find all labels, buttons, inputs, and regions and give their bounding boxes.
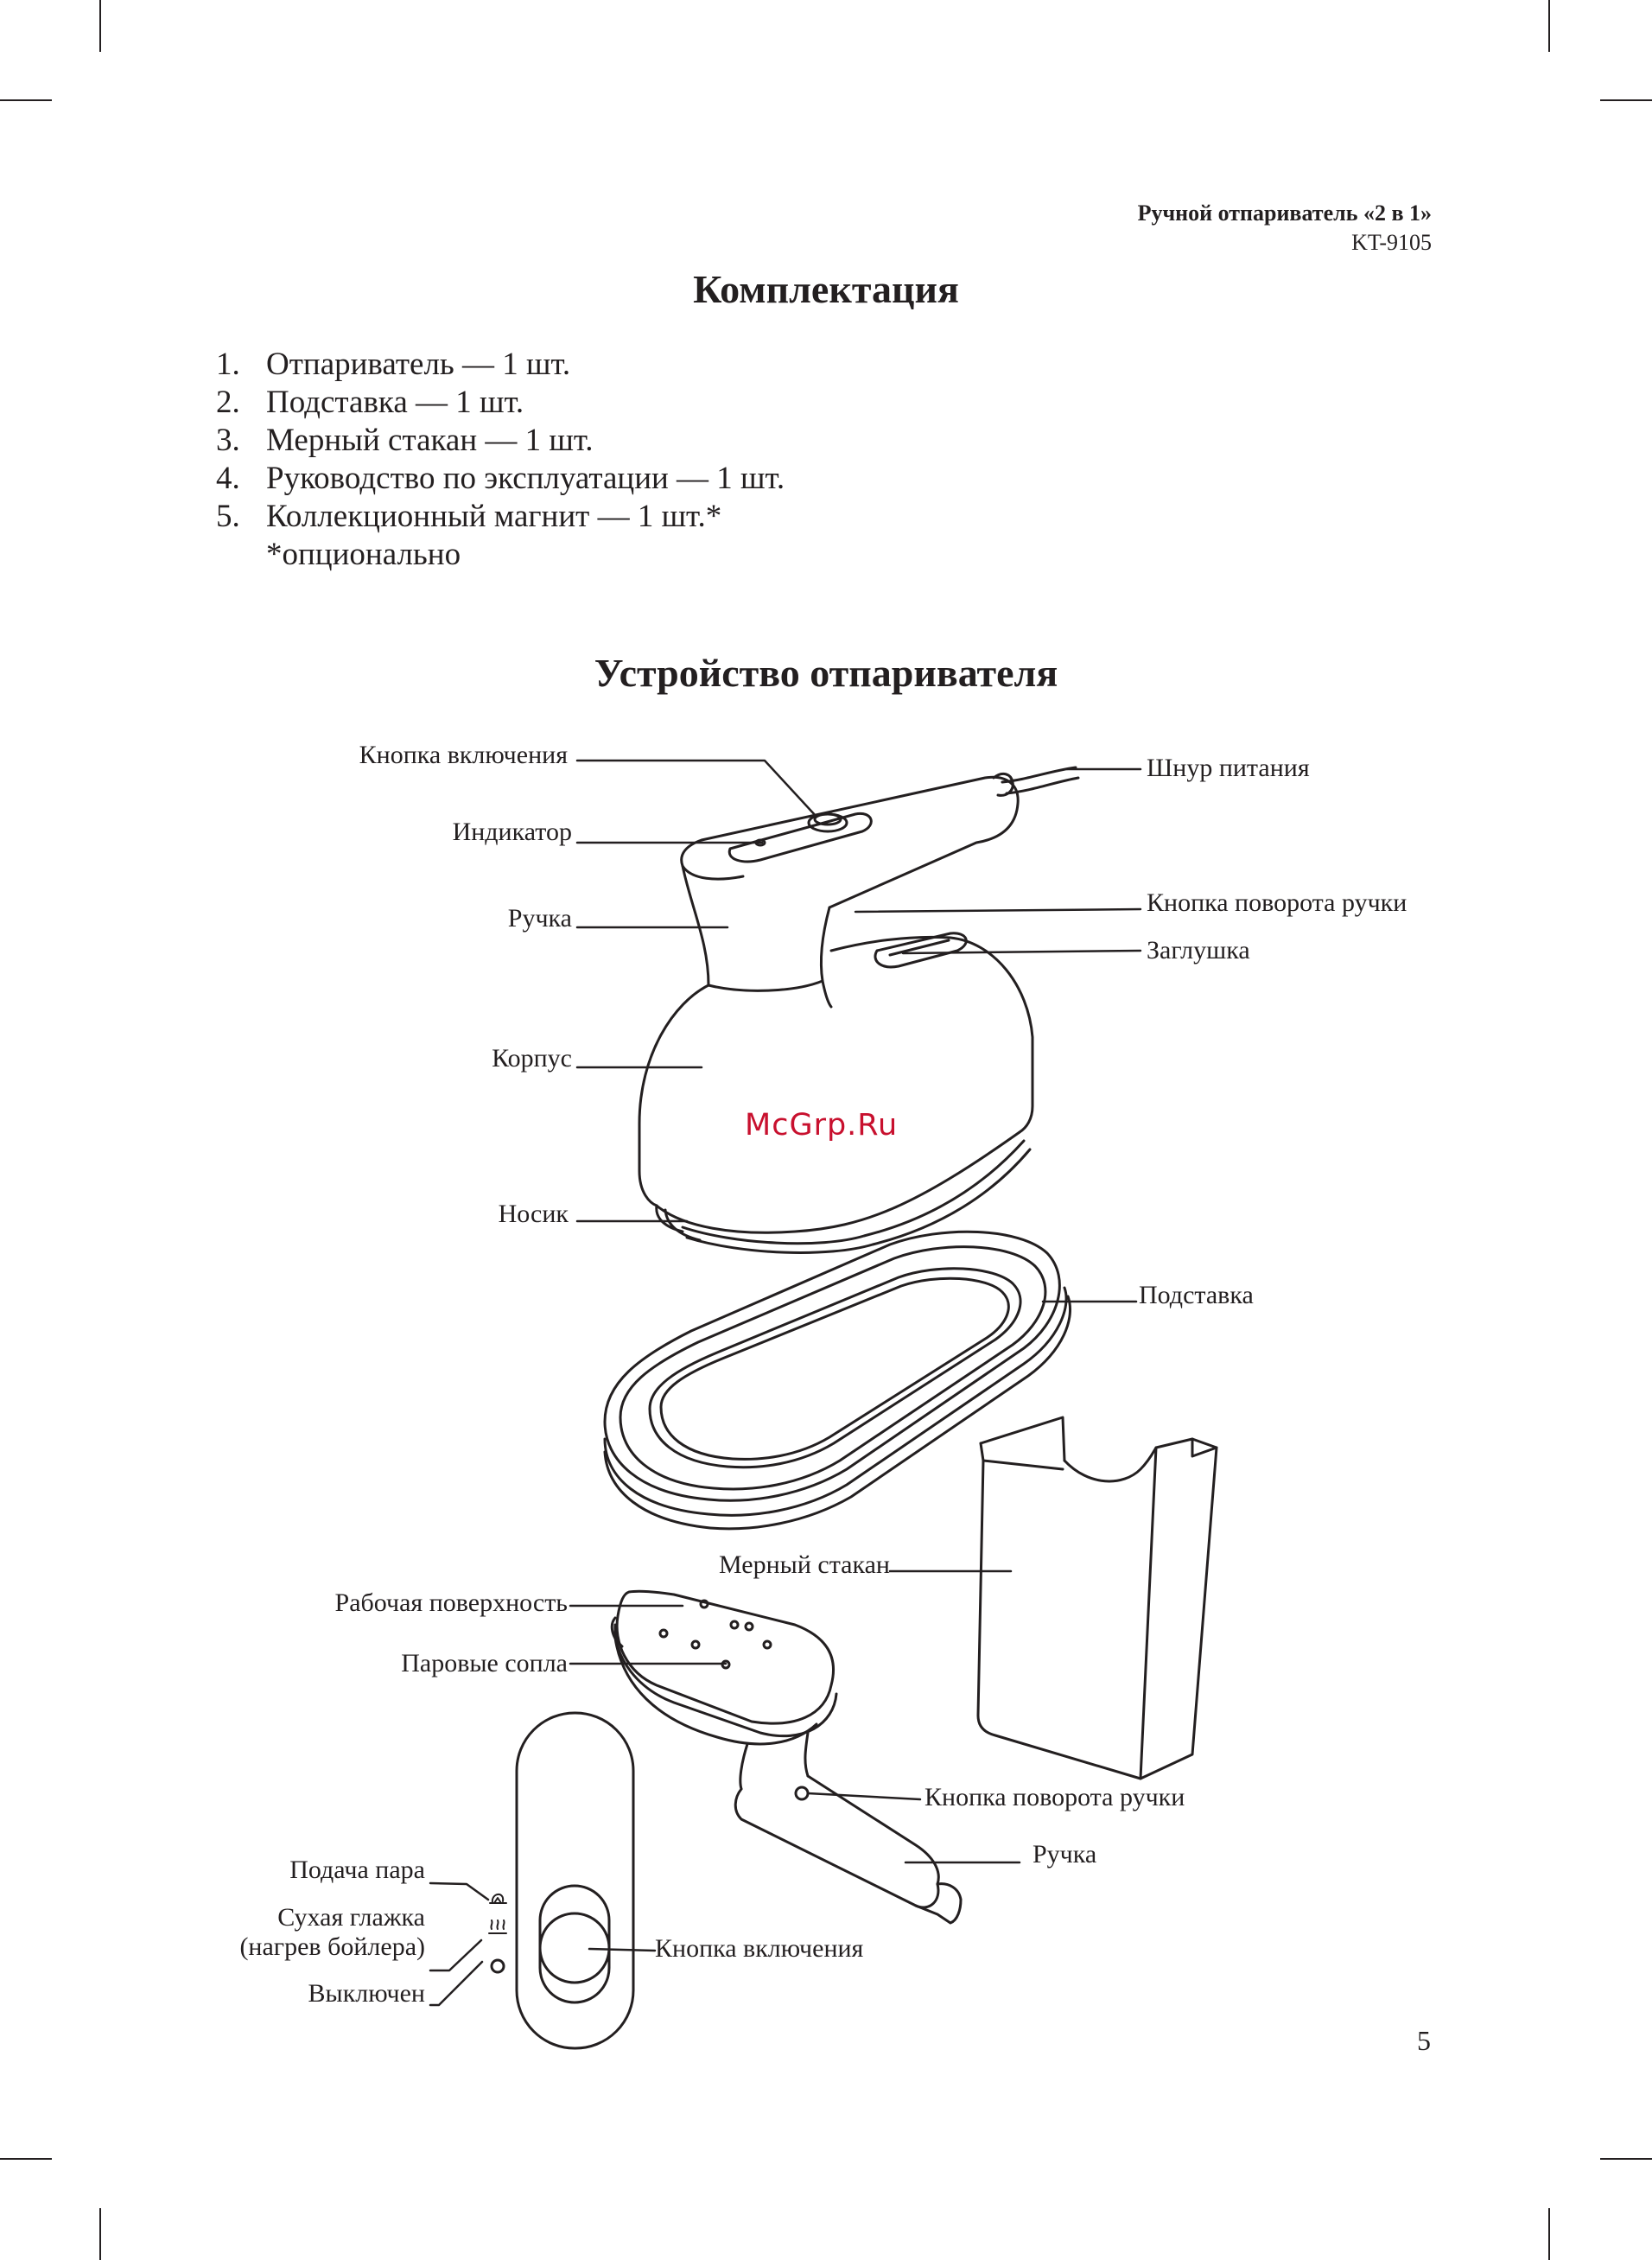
label-body: Корпус <box>492 1044 572 1073</box>
list-item: 1.Отпариватель — 1 шт. <box>216 347 571 382</box>
list-item: 5.Коллекционный магнит — 1 шт.* <box>216 499 722 534</box>
label-indicator: Индикатор <box>452 818 572 846</box>
label-dry-ironing-line2: (нагрев бойлера) <box>239 1932 425 1961</box>
label-handle-rotate-button-2: Кнопка поворота ручки <box>924 1783 1185 1811</box>
crop-mark <box>0 99 52 101</box>
label-handle-rotate-button: Кнопка поворота ручки <box>1147 888 1407 917</box>
label-power-button: Кнопка включения <box>359 741 568 769</box>
contents-list: 1.Отпариватель — 1 шт. 2.Подставка — 1 ш… <box>216 346 785 574</box>
list-note: *опционально <box>266 537 461 572</box>
model-number: KT-9105 <box>1351 230 1432 255</box>
label-nozzle: Носик <box>498 1200 569 1228</box>
steamer-illustration <box>638 766 1080 1254</box>
label-dry-ironing: Сухая глажка (нагрев бойлера) <box>239 1903 425 1962</box>
label-working-surface: Рабочая поверхность <box>334 1588 568 1617</box>
leader-lines <box>429 759 1142 2007</box>
product-title: Ручной отпариватель «2 в 1» <box>1137 201 1432 226</box>
section-heading-contents: Комплектация <box>693 267 959 311</box>
label-plug: Заглушка <box>1147 936 1250 964</box>
label-measuring-cup: Мерный стакан <box>719 1550 890 1579</box>
label-handle-2: Ручка <box>1032 1840 1097 1868</box>
crop-mark <box>1600 99 1652 101</box>
section-heading-device: Устройство отпаривателя <box>594 651 1058 695</box>
label-steam-supply: Подача пара <box>289 1856 425 1884</box>
stand-illustration <box>603 1230 1072 1531</box>
crop-mark <box>0 2158 52 2160</box>
crop-mark <box>1548 0 1550 52</box>
label-power-button-2: Кнопка включения <box>655 1934 864 1963</box>
document-header: Ручной отпариватель «2 в 1» KT-9105 <box>1138 199 1432 258</box>
crop-mark <box>1600 2158 1652 2160</box>
crop-mark <box>1548 2208 1550 2260</box>
crop-mark <box>99 0 101 52</box>
measuring-cup-illustration <box>976 1416 1218 1780</box>
label-stand: Подставка <box>1139 1281 1254 1309</box>
page-number: 5 <box>1417 2025 1431 2056</box>
crop-mark <box>99 2208 101 2260</box>
label-steam-nozzles: Паровые сопла <box>401 1649 568 1677</box>
label-off: Выключен <box>308 1979 425 2008</box>
label-power-cord: Шнур питания <box>1147 754 1310 782</box>
list-item: 2.Подставка — 1 шт. <box>216 385 524 420</box>
label-handle: Ручка <box>507 904 572 933</box>
watermark: McGrp.Ru <box>745 1108 899 1143</box>
list-item: 4.Руководство по эксплуатации — 1 шт. <box>216 461 785 496</box>
steamer-bottom-illustration <box>610 1589 963 1925</box>
control-panel-illustration <box>488 1711 635 2050</box>
list-item: 3.Мерный стакан — 1 шт. <box>216 423 594 458</box>
label-dry-ironing-line1: Сухая глажка <box>277 1903 425 1932</box>
